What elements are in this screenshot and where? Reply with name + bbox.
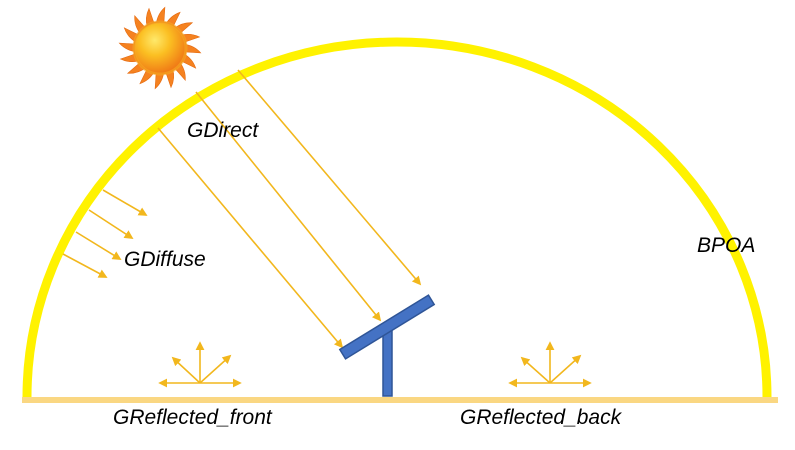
reflected-arrow	[199, 354, 232, 384]
diffuse-arrow	[88, 209, 134, 239]
direct-ray-middle	[195, 91, 382, 322]
panel-post	[382, 325, 393, 397]
diffuse-arrow	[62, 253, 108, 278]
sky-dome	[22, 37, 772, 398]
direct-ray-left	[157, 127, 344, 349]
panel-surface	[338, 294, 436, 360]
reflected-front-fan	[158, 341, 242, 388]
direct-rays	[157, 69, 422, 349]
label-greflected-back: GReflected_back	[460, 406, 623, 429]
solar-panel-icon	[338, 294, 436, 397]
reflected-arrow	[549, 354, 582, 384]
reflected-arrow	[520, 356, 551, 384]
reflected-back-fan	[508, 341, 592, 388]
label-bpoa: BPOA	[697, 234, 755, 257]
diffuse-arrow	[75, 231, 122, 260]
label-gdiffuse: GDiffuse	[124, 248, 206, 271]
label-greflected-front: GReflected_front	[113, 406, 273, 429]
sun-icon	[118, 6, 202, 90]
direct-ray-right	[237, 69, 422, 286]
label-gdirect: GDirect	[187, 119, 259, 142]
diffuse-arrow	[102, 189, 148, 216]
diffuse-arrows	[62, 189, 148, 278]
reflected-arrow	[171, 356, 201, 384]
